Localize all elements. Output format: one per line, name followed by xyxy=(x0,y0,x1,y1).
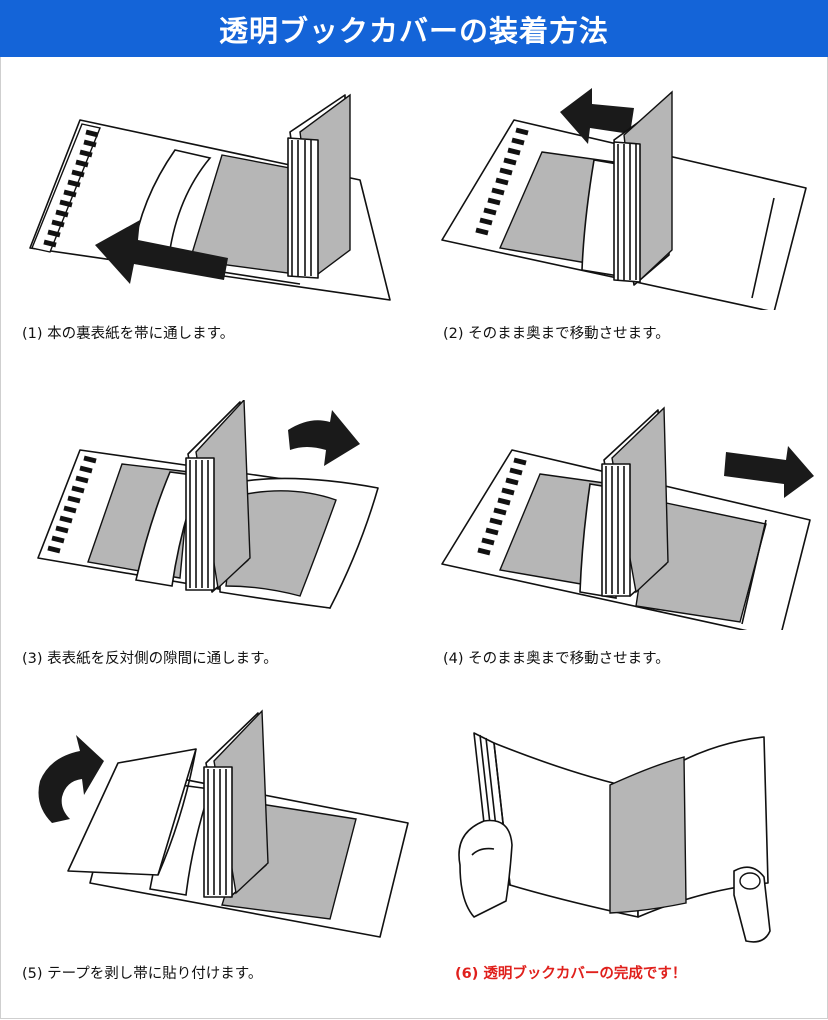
arrow-left-icon xyxy=(560,88,634,144)
book xyxy=(287,93,351,279)
arrow-right-icon xyxy=(724,446,814,498)
arrow-curve-up-icon xyxy=(38,735,104,823)
left-hand-icon xyxy=(458,819,513,918)
step-4-caption: (4) そのまま奥まで移動させます。 xyxy=(443,651,670,667)
step-3-illustration xyxy=(0,400,414,630)
book xyxy=(613,90,673,286)
step-2-illustration xyxy=(414,80,828,310)
arrow-left-icon xyxy=(95,220,228,284)
step-2-caption: (2) そのまま奥まで移動させます。 xyxy=(443,326,670,342)
book xyxy=(185,400,251,593)
book xyxy=(203,709,269,898)
arrow-curve-right-icon xyxy=(288,410,360,466)
page-header: 透明ブックカバーの装着方法 xyxy=(0,0,828,57)
step-1-illustration xyxy=(0,80,414,310)
step-4-illustration xyxy=(414,400,828,630)
step-1-caption: (1) 本の裏表紙を帯に通します。 xyxy=(22,326,235,342)
tape-stripe xyxy=(475,127,529,236)
step-5-illustration xyxy=(0,705,414,950)
book xyxy=(601,406,669,597)
step-5-caption: (5) テープを剥し帯に貼り付けます。 xyxy=(22,966,263,982)
step-6-caption: (6) 透明ブックカバーの完成です！ xyxy=(455,966,687,982)
tape-stripe xyxy=(43,129,99,248)
step-3-caption: (3) 表表紙を反対側の隙間に通します。 xyxy=(22,651,278,667)
tape-stripe xyxy=(47,455,97,554)
page-title: 透明ブックカバーの装着方法 xyxy=(218,13,609,48)
tape-stripe xyxy=(477,457,527,556)
step-6-illustration xyxy=(414,705,828,950)
right-thumb-icon xyxy=(733,866,771,943)
